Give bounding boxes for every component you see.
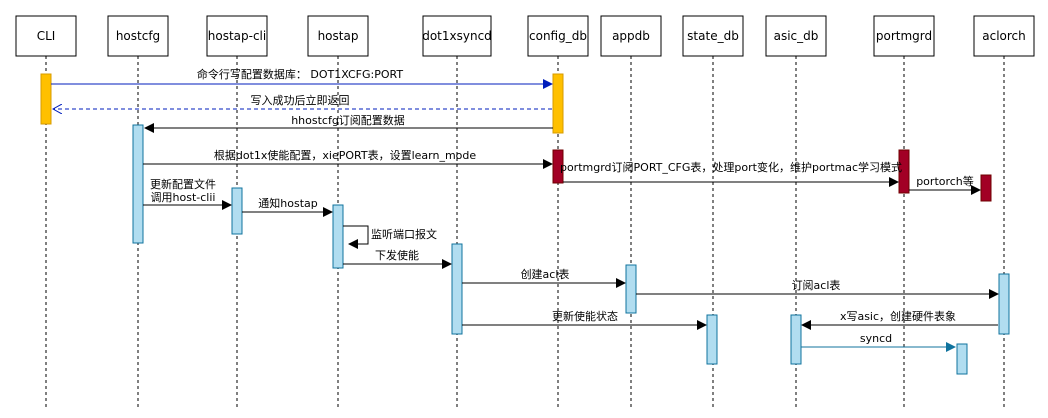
message-label-portmgrd: portmgrd订阅PORT_CFG表，处理port变化，维护portmac学习… <box>560 160 902 174</box>
participant-dot1xsyncd: dot1xsyncd <box>422 15 492 57</box>
participant-state-db: state_db <box>682 15 744 57</box>
participant-label: hostap-cli <box>208 29 266 43</box>
participant-portmgrd: portmgrd <box>873 15 935 57</box>
participant-label: asic_db <box>774 29 819 43</box>
activation-config-db <box>552 73 564 134</box>
activation-cli <box>40 73 52 125</box>
participant-label: hostcfg <box>116 29 160 43</box>
participant-label: portmgrd <box>876 29 932 43</box>
lifelines <box>45 56 1005 410</box>
activation-state-db <box>706 314 718 365</box>
message-label-listen-port: 监听端口报文 <box>371 227 437 241</box>
participant-label: hostap <box>318 29 359 43</box>
participant-aclorch: aclorch <box>973 15 1035 57</box>
message-label-create-acl: 创建acl表 <box>521 267 570 281</box>
participant-label: state_db <box>687 29 739 43</box>
participant-label: appdb <box>612 29 650 43</box>
message-label-write-config: 命令行写配置数据库： DOT1XCFG:PORT <box>197 67 403 81</box>
message-label-update-config: 更新配置文件 <box>150 177 216 191</box>
participant-appdb: appdb <box>600 15 662 57</box>
message-label-subscribe-config: hhostcfg订阅配置数据 <box>291 113 405 127</box>
activation-config-db-2 <box>552 149 564 184</box>
message-label-subscribe-acl: 订阅acl表 <box>792 278 841 292</box>
activation-hostap <box>332 204 344 269</box>
message-arrow-listen-port <box>343 225 369 249</box>
message-label-write-asic: x写asic，创建硬件表象 <box>840 309 956 323</box>
activation-aclorch-2 <box>998 273 1010 335</box>
participant-config-db: config_db <box>527 15 589 57</box>
participant-label: aclorch <box>982 29 1026 43</box>
participant-label: CLI <box>37 29 56 43</box>
activation-dot1xsyncd <box>451 243 463 335</box>
participant-hostap-cli: hostap-cli <box>206 15 268 57</box>
participant-label: dot1xsyncd <box>422 29 492 43</box>
participant-label: config_db <box>529 29 587 43</box>
message-label-portorch: portorch等 <box>916 174 974 188</box>
activation-syncd <box>956 343 968 375</box>
activation-appdb <box>625 264 637 314</box>
activation-aclorch-1 <box>980 174 992 202</box>
message-label-enable: 下发使能 <box>375 248 419 262</box>
activation-hostap-cli <box>231 187 243 235</box>
message-label-set-learn-mode: 根据dot1x使能配置，xiePORT表，设置learn_mode <box>214 148 477 162</box>
message-label-syncd: syncd <box>860 332 892 345</box>
activation-hostcfg <box>132 124 144 244</box>
participant-hostap: hostap <box>307 15 369 57</box>
message-label-call-host-cli: 调用host-clii <box>151 191 216 204</box>
message-label-return: 写入成功后立即返回 <box>251 93 350 107</box>
activation-portmgrd <box>898 149 910 194</box>
activation-asic-db <box>790 314 802 365</box>
participant-hostcfg: hostcfg <box>107 15 169 57</box>
message-label-notify-hostap: 通知hostap <box>258 196 317 210</box>
participant-cli: CLI <box>15 15 77 57</box>
participant-asic-db: asic_db <box>765 15 827 57</box>
message-label-update-state: 更新使能状态 <box>552 309 618 323</box>
